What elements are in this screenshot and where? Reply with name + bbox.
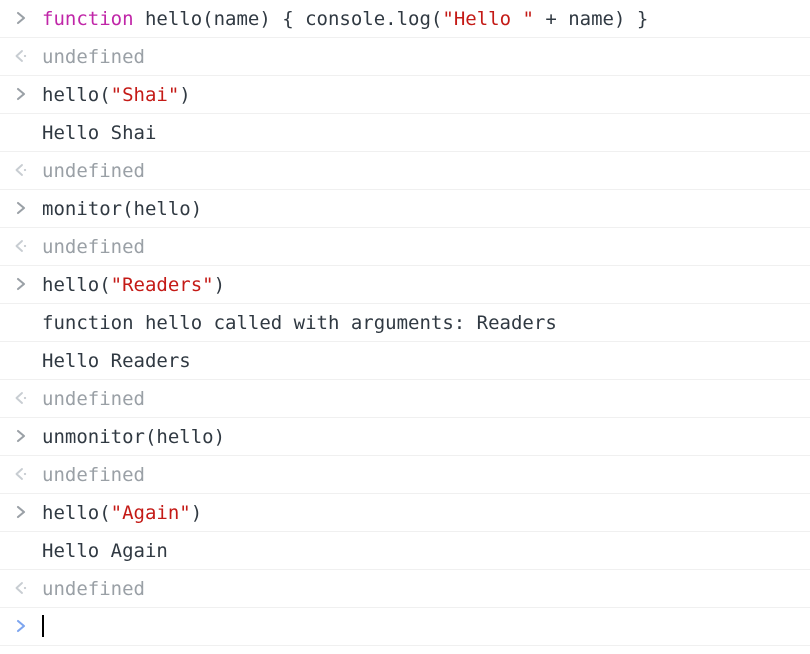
console-row-result-undefined-2: undefined bbox=[0, 152, 810, 190]
token-output: Hello Shai bbox=[42, 121, 157, 144]
chevron-right-icon bbox=[16, 505, 26, 518]
console-row-gutter bbox=[0, 532, 42, 570]
token-input: ) bbox=[179, 83, 191, 106]
console-row-gutter bbox=[0, 228, 42, 266]
chevron-left-icon bbox=[15, 239, 27, 252]
console-row-text: undefined bbox=[42, 152, 145, 190]
chevron-right-icon bbox=[16, 201, 26, 214]
console-row-output-monitor-trace: function hello called with arguments: Re… bbox=[0, 304, 810, 342]
console-row-text: undefined bbox=[42, 456, 145, 494]
token-input: ) bbox=[190, 501, 203, 524]
console-row-gutter bbox=[0, 38, 42, 76]
token-string: "Readers" bbox=[110, 273, 214, 296]
token-input: hello(name) { console.log( bbox=[133, 7, 443, 30]
console-row-input-hello-again: hello("Again") bbox=[0, 494, 810, 532]
token-string: "Hello " bbox=[442, 7, 534, 30]
chevron-right-icon bbox=[16, 429, 26, 442]
console-row-gutter bbox=[0, 190, 42, 228]
token-result: undefined bbox=[42, 235, 145, 258]
console-row-gutter bbox=[0, 380, 42, 418]
token-result: undefined bbox=[42, 159, 145, 182]
console-row-output-hello-again: Hello Again bbox=[0, 532, 810, 570]
console-row-text: hello("Readers") bbox=[42, 266, 225, 304]
console-row-active-prompt[interactable] bbox=[0, 608, 810, 646]
console-row-input-monitor-hello: monitor(hello) bbox=[0, 190, 810, 228]
token-string: "Again" bbox=[110, 501, 191, 524]
console-row-gutter bbox=[0, 152, 42, 190]
console-row-input-hello-readers: hello("Readers") bbox=[0, 266, 810, 304]
token-input: hello( bbox=[42, 273, 111, 296]
chevron-left-icon bbox=[15, 581, 27, 594]
console-row-text: Hello Again bbox=[42, 532, 168, 570]
chevron-right-icon bbox=[16, 87, 26, 100]
token-keyword: function bbox=[42, 7, 134, 30]
token-input: hello( bbox=[42, 501, 111, 524]
console-row-gutter bbox=[0, 570, 42, 608]
chevron-left-icon bbox=[15, 49, 27, 62]
text-caret bbox=[42, 615, 44, 637]
chevron-left-icon bbox=[15, 163, 27, 176]
console-row-gutter bbox=[0, 418, 42, 456]
console-row-text: undefined bbox=[42, 38, 145, 76]
token-result: undefined bbox=[42, 577, 145, 600]
console-row-gutter bbox=[0, 608, 42, 646]
console-empty-space[interactable] bbox=[0, 646, 810, 654]
console-row-output-hello-readers: Hello Readers bbox=[0, 342, 810, 380]
console-row-gutter bbox=[0, 0, 42, 38]
token-input: unmonitor(hello) bbox=[42, 425, 226, 448]
console-row-input-function-declaration: function hello(name) { console.log("Hell… bbox=[0, 0, 810, 38]
console-row-input-unmonitor-hello: unmonitor(hello) bbox=[0, 418, 810, 456]
console-row-result-undefined-5: undefined bbox=[0, 456, 810, 494]
token-string: "Shai" bbox=[110, 83, 180, 106]
console-row-text: monitor(hello) bbox=[42, 190, 202, 228]
console-row-gutter bbox=[0, 266, 42, 304]
token-result: undefined bbox=[42, 387, 145, 410]
token-input: ) bbox=[213, 273, 226, 296]
console-row-text: hello("Shai") bbox=[42, 76, 191, 114]
console-row-text: function hello(name) { console.log("Hell… bbox=[42, 0, 648, 38]
chevron-right-active-icon bbox=[16, 619, 26, 632]
console-row-result-undefined-4: undefined bbox=[0, 380, 810, 418]
console-row-text[interactable] bbox=[42, 608, 44, 646]
console-row-gutter bbox=[0, 114, 42, 152]
console-row-result-undefined-6: undefined bbox=[0, 570, 810, 608]
token-result: undefined bbox=[42, 463, 145, 486]
chevron-right-icon bbox=[16, 277, 26, 290]
console-row-gutter bbox=[0, 304, 42, 342]
token-input: + name) } bbox=[533, 7, 649, 30]
console-row-text: undefined bbox=[42, 570, 145, 608]
token-output: Hello Again bbox=[42, 539, 168, 562]
console-row-output-hello-shai: Hello Shai bbox=[0, 114, 810, 152]
console-row-gutter bbox=[0, 456, 42, 494]
console-row-gutter bbox=[0, 76, 42, 114]
chevron-left-icon bbox=[15, 467, 27, 480]
token-output: function hello called with arguments: Re… bbox=[42, 311, 557, 334]
token-result: undefined bbox=[42, 45, 145, 68]
console-row-text: undefined bbox=[42, 228, 145, 266]
console-row-text: Hello Shai bbox=[42, 114, 156, 152]
console-row-gutter bbox=[0, 494, 42, 532]
token-input: monitor(hello) bbox=[42, 197, 203, 220]
console-row-text: function hello called with arguments: Re… bbox=[42, 304, 557, 342]
chevron-right-icon bbox=[16, 11, 26, 24]
chevron-left-icon bbox=[15, 391, 27, 404]
token-input: hello( bbox=[42, 83, 111, 106]
console-row-input-hello-shai: hello("Shai") bbox=[0, 76, 810, 114]
console-row-text: Hello Readers bbox=[42, 342, 191, 380]
console-row-text: undefined bbox=[42, 380, 145, 418]
console-row-text: unmonitor(hello) bbox=[42, 418, 225, 456]
token-output: Hello Readers bbox=[42, 349, 191, 372]
console-row-result-undefined-1: undefined bbox=[0, 38, 810, 76]
console-row-result-undefined-3: undefined bbox=[0, 228, 810, 266]
console-row-gutter bbox=[0, 342, 42, 380]
console-row-text: hello("Again") bbox=[42, 494, 202, 532]
